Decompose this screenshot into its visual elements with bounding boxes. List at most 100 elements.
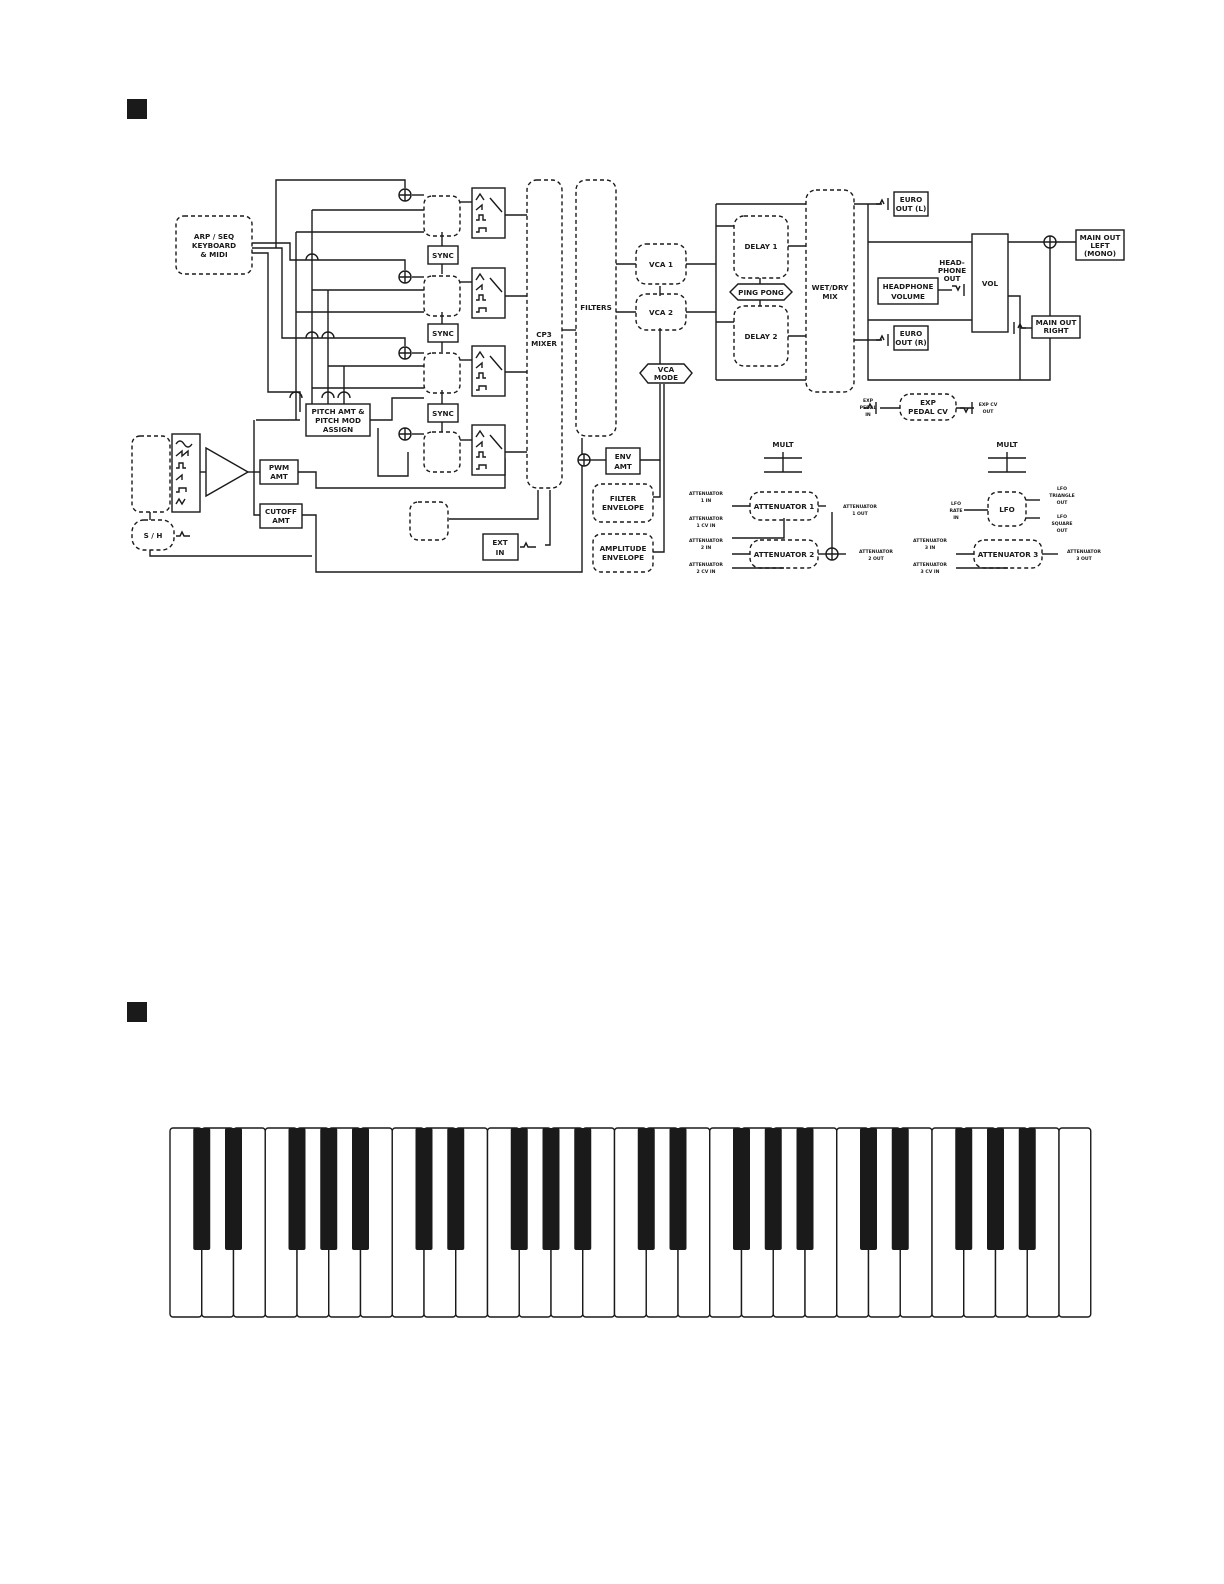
pitch-amt-label-1: PITCH AMT & — [311, 407, 364, 416]
pwm-amt-block: PWM AMT — [259, 459, 299, 485]
lfo-sq-label-2: SQUARE — [1051, 521, 1072, 527]
euro-l-label-1: EURO — [900, 195, 922, 204]
black-key — [415, 1128, 433, 1250]
vca2-label: VCA 2 — [649, 308, 673, 317]
amp-env-label-1: AMPLITUDE — [600, 544, 647, 553]
black-key — [733, 1128, 750, 1250]
lfo-block: LFO LFO RATE IN LFO TRIANGLE OUT LFO SQU… — [949, 486, 1074, 534]
black-key — [288, 1128, 306, 1250]
att2-cv-label-2: 2 CV IN — [697, 569, 716, 575]
headphone-volume-block: HEADPHONE VOLUME — [877, 277, 939, 305]
main-out-right-block: MAIN OUT RIGHT — [1031, 315, 1081, 339]
section-marker-2 — [127, 1002, 147, 1022]
att3-label: ATTENUATOR 3 — [978, 550, 1039, 559]
sync-label-3: SYNC — [432, 409, 454, 418]
vca-mode-label-2: MODE — [654, 373, 678, 382]
black-key — [574, 1128, 592, 1250]
filters-label: FILTERS — [580, 303, 612, 312]
env-amt-label-2: AMT — [614, 462, 632, 471]
wire-crossings — [289, 253, 351, 399]
att2-cv-label-1: ATTENUATOR — [689, 562, 723, 568]
vca-mode-block: VCA MODE — [639, 363, 693, 384]
sample-hold-block: S / H — [131, 519, 190, 551]
mult-label-1: MULT — [772, 440, 793, 449]
hp-vol-label-2: VOLUME — [891, 292, 925, 301]
lfo-tri-label-3: OUT — [1057, 500, 1069, 506]
hp-out-label-2: PHONE — [938, 266, 966, 275]
mult-label-2: MULT — [996, 440, 1017, 449]
lfo-sq-label-3: OUT — [1057, 528, 1069, 534]
lfo-tri-label-1: LFO — [1057, 486, 1067, 492]
euro-out-l-block: EURO OUT (L) — [893, 191, 929, 217]
att3-in-label-1: ATTENUATOR — [913, 538, 947, 544]
black-key — [637, 1128, 655, 1250]
att2-in-label-2: 2 IN — [701, 545, 712, 551]
lfo-sq-label-1: LFO — [1057, 514, 1067, 520]
lfo-waveform-block — [131, 433, 250, 513]
hp-vol-label-1: HEADPHONE — [883, 282, 934, 291]
vol-label: VOL — [982, 279, 999, 288]
sync-label-2: SYNC — [432, 329, 454, 338]
black-key — [193, 1128, 211, 1250]
att1-in-label-1: ATTENUATOR — [689, 491, 723, 497]
vca-1-block: VCA 1 — [635, 243, 687, 285]
cutoff-label-1: CUTOFF — [265, 507, 297, 516]
black-key — [891, 1128, 909, 1250]
exp-cv-label-2: PEDAL CV — [908, 407, 948, 416]
filter-env-label-2: ENVELOPE — [602, 503, 644, 512]
hp-out-label-1: HEAD- — [939, 258, 965, 267]
black-key — [669, 1128, 687, 1250]
exp-in-label-3: IN — [865, 412, 871, 418]
att1-cv-label-1: ATTENUATOR — [689, 516, 723, 522]
env-amt-label-1: ENV — [615, 452, 632, 461]
black-key — [1018, 1128, 1036, 1250]
lfo-rate-label-2: RATE — [949, 508, 962, 514]
summing-junctions — [398, 188, 1057, 561]
ext-in-block: EXT IN — [482, 533, 536, 561]
black-key — [987, 1128, 1004, 1250]
wet-dry-label-1: WET/DRY — [812, 283, 849, 292]
pitch-amt-label-2: PITCH MOD — [315, 416, 361, 425]
mixer-label-2: MIXER — [531, 339, 557, 348]
att2-in-label-1: ATTENUATOR — [689, 538, 723, 544]
section-marker-1 — [127, 99, 147, 119]
att1-out-label-2: 1 OUT — [852, 511, 868, 517]
hp-out-label-3: OUT — [944, 274, 961, 283]
main-l-label-1: MAIN OUT — [1080, 233, 1121, 242]
ext-label-1: EXT — [492, 538, 507, 547]
ping-pong-block: PING PONG — [729, 283, 793, 301]
att3-cv-label-1: ATTENUATOR — [913, 562, 947, 568]
att1-in-label-2: 1 IN — [701, 498, 712, 504]
lfo-tri-label-2: TRIANGLE — [1049, 493, 1075, 499]
exp-cv-label-1: EXP — [920, 398, 936, 407]
vca-2-block: VCA 2 — [635, 293, 687, 331]
env-amt-block: ENV AMT — [605, 447, 641, 475]
exp-in-label-1: EXP — [863, 398, 874, 404]
delay1-label: DELAY 1 — [744, 242, 777, 251]
main-r-label-2: RIGHT — [1043, 326, 1068, 335]
att1-out-label-1: ATTENUATOR — [843, 504, 877, 510]
wet-dry-label-2: MIX — [822, 292, 838, 301]
arp-seq-keyboard-midi-block: ARP / SEQ KEYBOARD & MIDI — [175, 215, 253, 275]
delay2-label: DELAY 2 — [744, 332, 777, 341]
cp3-mixer-block: CP3 MIXER — [526, 179, 563, 489]
signal-wires — [149, 179, 1076, 573]
black-key — [225, 1128, 242, 1250]
lfo-label: LFO — [999, 505, 1015, 514]
attenuator-1-block: ATTENUATOR 1 ATTENUATOR 1 IN ATTENUATOR … — [689, 491, 877, 529]
amp-env-label-2: ENVELOPE — [602, 553, 644, 562]
main-l-label-2: LEFT — [1090, 241, 1109, 250]
mixer-label-1: CP3 — [536, 330, 552, 339]
black-key — [447, 1128, 465, 1250]
black-key — [764, 1128, 782, 1250]
main-r-label-1: MAIN OUT — [1036, 318, 1077, 327]
pitch-amt-label-3: ASSIGN — [323, 425, 353, 434]
lfo-rate-label-3: IN — [953, 515, 959, 521]
sh-label: S / H — [144, 531, 163, 540]
euro-l-label-2: OUT (L) — [896, 204, 927, 213]
attenuator-2-block: ATTENUATOR 2 ATTENUATOR 2 IN ATTENUATOR … — [689, 538, 893, 575]
att3-cv-label-2: 3 CV IN — [921, 569, 940, 575]
euro-r-label-2: OUT (R) — [895, 338, 926, 347]
vca-mode-label-1: VCA — [658, 365, 675, 374]
delay-2-block: DELAY 2 — [733, 305, 789, 367]
